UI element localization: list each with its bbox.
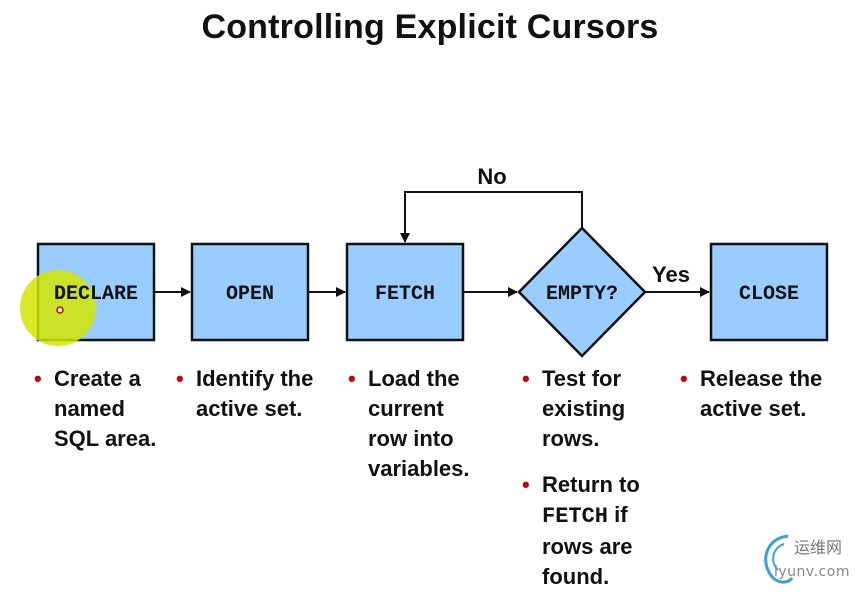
close-box [709, 242, 829, 342]
close-label: CLOSE [739, 283, 799, 306]
arrow-loop-no [400, 191, 583, 243]
open-label: OPEN [226, 283, 274, 306]
yes-label: Yes [652, 262, 690, 287]
bullet-icon: • [680, 366, 688, 391]
empty-label: EMPTY? [546, 283, 618, 306]
empty-decision-diamond [517, 226, 647, 358]
watermark-chinese: 运维网 [794, 538, 843, 557]
watermark-logo-icon [764, 534, 794, 584]
bullet-icon: • [348, 366, 356, 391]
no-label: No [477, 164, 506, 189]
watermark-url: iyunv.com [774, 564, 850, 580]
fetch-label: FETCH [375, 283, 435, 306]
bullet-icon: • [522, 366, 530, 391]
page-title: Controlling Explicit Cursors [201, 8, 659, 46]
bullet-icon: • [176, 366, 184, 391]
bullet-icon: • [34, 366, 42, 391]
bullet-icon: • [522, 472, 530, 497]
fetch-box [345, 242, 465, 342]
watermark: 运维网 iyunv.com [758, 528, 856, 598]
open-box [190, 242, 310, 342]
cursor-dot [56, 306, 64, 314]
declare-label: DECLARE [54, 283, 138, 306]
